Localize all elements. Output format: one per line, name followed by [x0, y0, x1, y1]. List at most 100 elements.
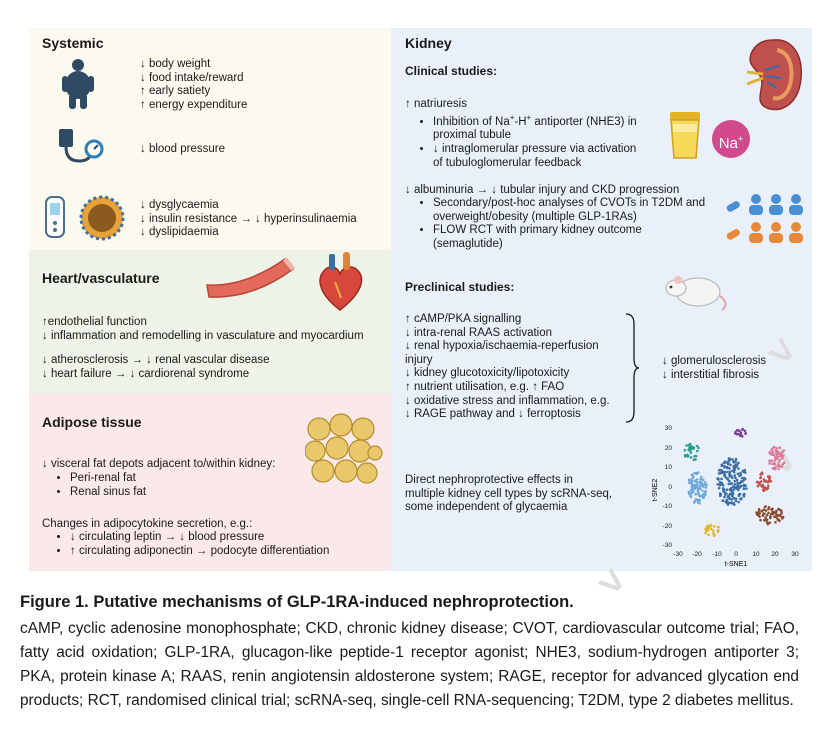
- tsne-point: [759, 518, 762, 522]
- tsne-point: [687, 490, 691, 494]
- blood-vessel-icon: [206, 257, 295, 298]
- tsne-point: [770, 452, 774, 455]
- tsne-ytick: 30: [665, 425, 673, 432]
- tsne-point: [692, 458, 696, 461]
- tsne-point: [732, 501, 735, 505]
- tsne-point: [741, 427, 744, 431]
- tsne-point: [768, 521, 771, 524]
- tsne-point: [767, 511, 770, 515]
- tsne-point: [692, 490, 695, 493]
- tsne-point: [736, 472, 740, 476]
- tsne-point: [743, 429, 747, 433]
- tsne-point: [764, 487, 767, 491]
- tsne-point: [688, 449, 692, 452]
- preclinical-mechanisms: ↑ cAMP/PKA signalling ↓ intra-renal RAAS…: [405, 313, 610, 421]
- tsne-point: [732, 470, 736, 474]
- glucometer-icon: [45, 196, 65, 238]
- tsne-point: [726, 461, 730, 464]
- adipose-title: Adipose tissue: [42, 414, 142, 430]
- tsne-point: [716, 483, 719, 486]
- tsne-point: [767, 506, 771, 509]
- tsne-point: [780, 452, 783, 455]
- tsne-point: [744, 484, 747, 487]
- tsne-point: [781, 457, 784, 460]
- tsne-point: [760, 509, 764, 513]
- tsne-point: [720, 463, 724, 466]
- person-icon: [62, 59, 94, 109]
- tsne-point: [685, 444, 688, 447]
- tsne-point: [693, 479, 697, 483]
- tsne-point: [690, 486, 694, 490]
- adipocytokine-list: ↓ circulating leptin → ↓ blood pressure …: [42, 531, 329, 558]
- tsne-point: [741, 435, 744, 438]
- tsne-point: [760, 471, 764, 474]
- tsne-point: [696, 483, 699, 486]
- tsne-point: [723, 473, 727, 477]
- tsne-point: [694, 492, 697, 496]
- tsne-point: [729, 463, 732, 467]
- tsne-point: [731, 458, 734, 461]
- tsne-point: [767, 484, 770, 488]
- tsne-point: [775, 455, 779, 458]
- tsne-point: [730, 498, 733, 501]
- tsne-point: [689, 446, 692, 449]
- tsne-point: [689, 456, 693, 459]
- tsne-point: [777, 467, 780, 471]
- tsne-point: [717, 469, 721, 472]
- heart-title: Heart/vasculature: [42, 270, 160, 286]
- tsne-point: [722, 488, 725, 491]
- tsne-point: [728, 470, 732, 474]
- tsne-point: [776, 518, 780, 521]
- weight-effects: ↓ body weight ↓ food intake/reward ↑ ear…: [140, 58, 248, 111]
- tsne-point: [773, 459, 777, 462]
- tsne-point: [763, 512, 766, 516]
- nhe3-inhibition: Inhibition of Na+-H+ antiporter (NHE3) i…: [433, 111, 637, 129]
- tsne-point: [693, 487, 697, 490]
- tsne-point: [777, 463, 781, 466]
- tsne-point: [780, 512, 783, 515]
- tsne-point: [777, 460, 781, 464]
- figure-caption-body: cAMP, cyclic adenosine monophosphate; CK…: [20, 620, 799, 709]
- heart-icon: [319, 252, 363, 311]
- tsne-point: [765, 518, 769, 522]
- tsne-point: [761, 514, 765, 517]
- tsne-point: [712, 532, 715, 535]
- tsne-point: [703, 483, 706, 486]
- tsne-point: [758, 509, 761, 512]
- tsne-point: [689, 489, 693, 492]
- tsne-point: [720, 477, 723, 481]
- tsne-xtick: -10: [712, 551, 722, 558]
- tsne-ylabel: t-SNE2: [652, 479, 659, 502]
- blood-pressure-monitor-icon: [59, 129, 104, 163]
- tsne-point: [781, 517, 784, 520]
- tsne-point: [764, 516, 767, 519]
- tsne-point: [755, 480, 759, 484]
- tsne-point: [768, 475, 771, 479]
- tsne-point: [696, 449, 699, 453]
- tsne-point: [764, 509, 768, 512]
- tsne-point: [758, 483, 762, 486]
- tsne-clusters: [683, 427, 786, 537]
- tsne-point: [707, 533, 711, 537]
- tsne-point: [780, 465, 784, 468]
- tsne-point: [740, 480, 743, 483]
- sodium-ion-icon: Na+: [712, 120, 750, 158]
- tsne-point: [775, 446, 778, 450]
- kidney-title: Kidney: [405, 35, 452, 51]
- tsne-point: [738, 482, 741, 485]
- tsne-point: [774, 466, 777, 469]
- tsne-point: [694, 498, 698, 501]
- tsne-point: [734, 457, 738, 461]
- tsne-point: [695, 444, 699, 448]
- heart-effects-b: ↓ atherosclerosis → ↓ renal vascular dis…: [42, 354, 270, 380]
- tsne-point: [762, 508, 765, 511]
- tsne-point: [742, 494, 746, 498]
- tsne-point: [701, 496, 705, 500]
- tsne-ytick: -30: [663, 542, 673, 549]
- tsne-point: [698, 501, 701, 505]
- tsne-point: [760, 485, 763, 488]
- tsne-point: [723, 495, 726, 499]
- tsne-point: [733, 480, 736, 483]
- tsne-ytick: -20: [663, 523, 673, 530]
- tsne-point: [723, 466, 726, 469]
